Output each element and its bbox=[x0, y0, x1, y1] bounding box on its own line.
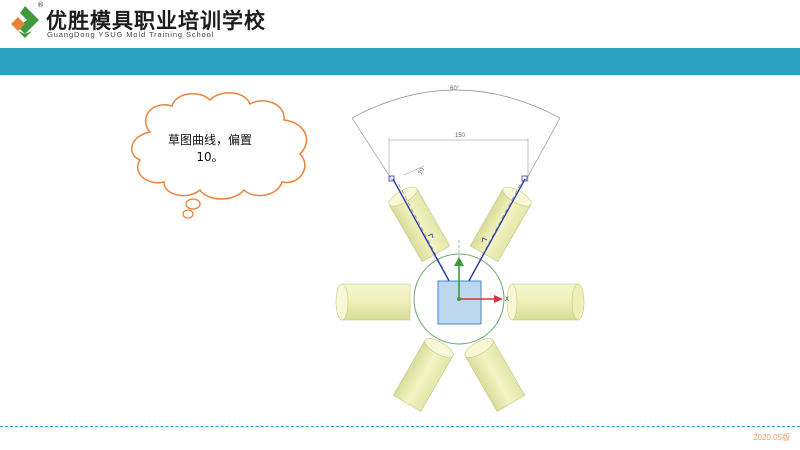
callout-text: 草图曲线，偏置 10。 bbox=[160, 132, 260, 166]
cylinder-lower-right bbox=[464, 338, 526, 412]
callout-text-line2: 10。 bbox=[196, 150, 224, 164]
cylinder-lower-left bbox=[392, 338, 454, 412]
school-name-chinese: 优胜模具职业培训学校 bbox=[46, 9, 266, 33]
registered-mark: ® bbox=[37, 1, 44, 9]
cylinder-upper-left bbox=[388, 186, 451, 263]
sketch-curves bbox=[388, 175, 528, 300]
footer-divider bbox=[0, 426, 800, 427]
width-dimension-label: 150 bbox=[455, 133, 466, 139]
offset-dimension: 10 bbox=[403, 165, 427, 176]
thought-bubble bbox=[130, 92, 308, 219]
offset-dimension-label: 10 bbox=[418, 167, 427, 176]
green-circle bbox=[413, 253, 505, 345]
version-label: 2020.05版 bbox=[753, 433, 790, 442]
width-dimension: 150 bbox=[388, 133, 529, 182]
title-bar bbox=[0, 48, 800, 75]
angle-dimension: 60° bbox=[351, 86, 561, 181]
x-axis-label: X bbox=[505, 297, 509, 303]
school-logo-icon bbox=[11, 6, 39, 38]
cylinder-right bbox=[506, 283, 585, 321]
coordinate-axes-icon: X bbox=[454, 257, 509, 303]
header: ® 优胜模具职业培训学校 GuangDong YSUG Mold Trainin… bbox=[0, 0, 800, 48]
school-name-english: GuangDong YSUG Mold Training School bbox=[47, 30, 215, 39]
cylinder-upper-right bbox=[469, 186, 532, 263]
cylinder-left bbox=[335, 283, 411, 321]
callout-text-line1: 草图曲线，偏置 bbox=[167, 133, 252, 147]
angle-dimension-label: 60° bbox=[450, 86, 460, 92]
